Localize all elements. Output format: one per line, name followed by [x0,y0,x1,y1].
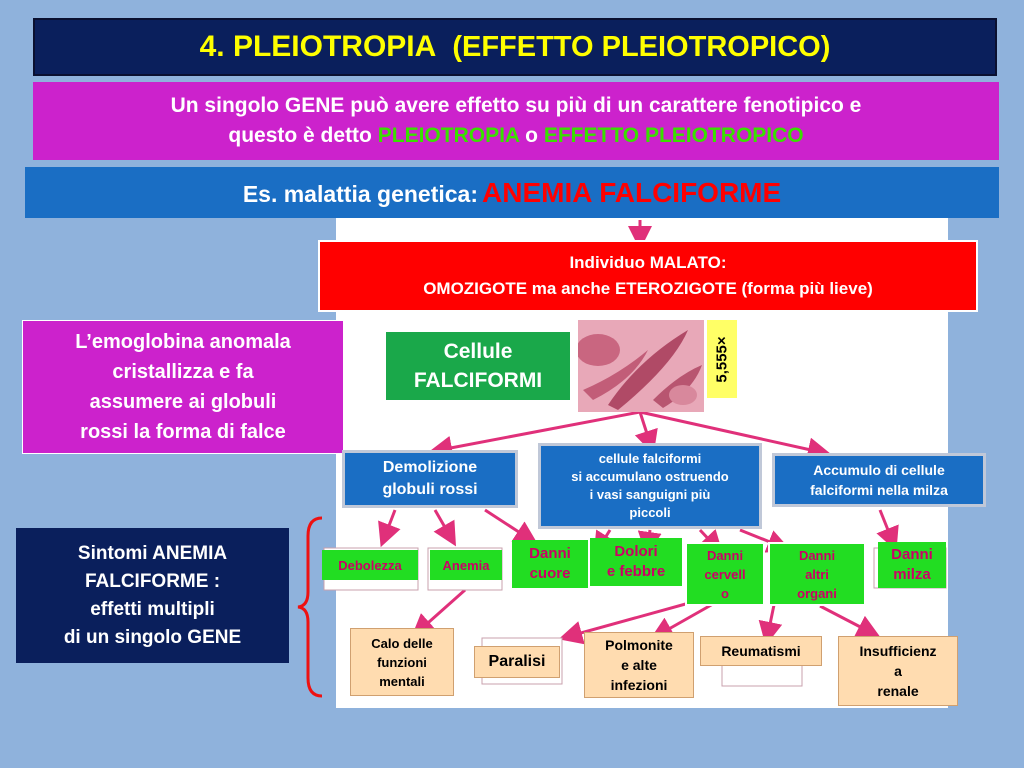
cellule-falciformi-box: Cellule FALCIFORMI [384,330,572,402]
cuore-line2: cuore [529,565,571,582]
cervello-line3: o [721,585,729,601]
arrow-to-ostruzione [634,411,658,455]
arrow-to-accumulo [639,410,832,462]
calo-line1: Calo delle [371,635,433,651]
insufficienza-line2: a [894,663,902,679]
demolizione-line2: globuli rossi [382,481,478,498]
insufficienza-line3: renale [877,683,919,699]
intro-connector: o [525,124,538,147]
cervello-line1: Danni [706,547,744,563]
dolori-line2: e febbre [606,563,666,580]
accumulo-line2: falciformi nella milza [810,482,948,498]
arrow-to-debolezza [378,509,401,548]
arrow-to-calo [411,588,466,638]
sintomi-box: Sintomi ANEMIA FALCIFORME : effetti mult… [16,528,289,663]
cellule-line1: Cellule [443,340,513,363]
emoglobina-line3: assumere ai globuli [89,391,277,413]
magnification-label: 5,555× [707,320,737,398]
example-bar: Es. malattia genetica:ANEMIA FALCIFORME [25,167,999,218]
emoglobina-line1: L’emoglobina anomala [75,331,291,353]
organi-line3: organi [797,585,837,601]
polmonite-line2: e alte [621,657,657,673]
anemia-text: Anemia [442,557,490,573]
magnification-text: 5,555× [713,335,731,383]
polmonite-line3: infezioni [610,677,668,693]
arrow-to-milza [876,509,899,552]
danni-cuore-box: Danni cuore [512,540,588,588]
sintomi-line4: di un singolo GENE [63,626,242,648]
accumulo-box: Accumulo di cellule falciformi nella mil… [772,453,986,507]
sickle-cell-micrograph-icon [578,320,704,412]
demolizione-line1: Demolizione [382,459,478,476]
sintomi-line2: FALCIFORME : [84,570,221,592]
insufficienza-renale-box: Insufficienz a renale [838,636,958,706]
arrow-to-cuore [484,508,539,545]
dolori-febbre-box: Dolori e febbre [590,538,682,586]
arrow-to-demolizione [428,410,641,460]
example-prefix: Es. malattia genetica: [242,180,479,207]
sintomi-line3: effetti multipli [90,598,215,620]
emoglobina-line2: cristallizza e fa [112,361,254,383]
ostruzione-line1: cellule falciformi [598,451,702,466]
danni-organi-box: Danni altri organi [768,542,866,606]
ostruzione-line3: i vasi sanguigni più [589,487,711,502]
reumatismi-text: Reumatismi [721,643,801,659]
organi-line2: altri [805,566,829,582]
reumatismi-box: Reumatismi [700,636,822,666]
dolori-line1: Dolori [614,543,658,560]
curly-brace-icon [297,516,323,698]
calo-line2: funzioni [377,654,427,670]
danni-milza-box: Danni milza [878,542,946,588]
accumulo-line1: Accumulo di cellule [813,462,945,478]
debolezza-box: Debolezza [322,550,418,580]
example-disease: ANEMIA FALCIFORME [482,176,782,208]
arrow-to-paralisi [558,598,701,645]
cellule-line2: FALCIFORMI [413,369,543,392]
milza-line1: Danni [891,546,933,563]
paralisi-box: Paralisi [474,646,560,678]
intro-term2: EFFETTO PLEIOTROPICO [543,124,804,147]
ostruzione-box: cellule falciformi si accumulano ostruen… [538,443,762,529]
malato-box: Individuo MALATO: OMOZIGOTE ma anche ETE… [318,240,978,312]
intro-term1: PLEIOTROPIA [377,124,520,147]
title-sub: (EFFETTO PLEIOTROPICO) [452,31,831,63]
paralisi-text: Paralisi [488,653,546,670]
page-title: 4. PLEIOTROPIA (EFFETTO PLEIOTROPICO) [33,18,997,76]
debolezza-text: Debolezza [338,557,402,573]
title-main: 4. PLEIOTROPIA [199,30,437,63]
malato-line1: Individuo MALATO: [569,253,727,272]
arrow-to-insufficienza [819,604,881,638]
anemia-box: Anemia [430,550,502,580]
intro-line1: Un singolo GENE può avere effetto su più… [170,94,862,117]
arrow-to-anemia [433,509,456,547]
demolizione-box: Demolizione globuli rossi [342,450,518,508]
polmonite-box: Polmonite e alte infezioni [584,632,694,698]
milza-line2: milza [893,566,931,583]
sintomi-line1: Sintomi ANEMIA [77,542,228,564]
calo-line3: mentali [379,673,425,689]
malato-line2: OMOZIGOTE ma anche ETEROZIGOTE (forma pi… [423,279,873,298]
calo-funzioni-box: Calo delle funzioni mentali [350,628,454,696]
ostruzione-line2: si accumulano ostruendo [571,469,729,484]
emoglobina-box: L’emoglobina anomala cristallizza e fa a… [22,320,344,454]
intro-box: Un singolo GENE può avere effetto su più… [33,82,999,160]
cervello-line2: cervell [704,566,746,582]
organi-line1: Danni [798,547,836,563]
intro-line2-prefix: questo è detto [228,124,372,147]
danni-cervello-box: Danni cervell o [685,542,765,606]
ostruzione-line4: piccoli [629,505,671,520]
polmonite-line1: Polmonite [605,637,673,653]
cuore-line1: Danni [529,545,571,562]
insufficienza-line1: Insufficienz [859,643,937,659]
emoglobina-line4: rossi la forma di falce [80,421,286,443]
